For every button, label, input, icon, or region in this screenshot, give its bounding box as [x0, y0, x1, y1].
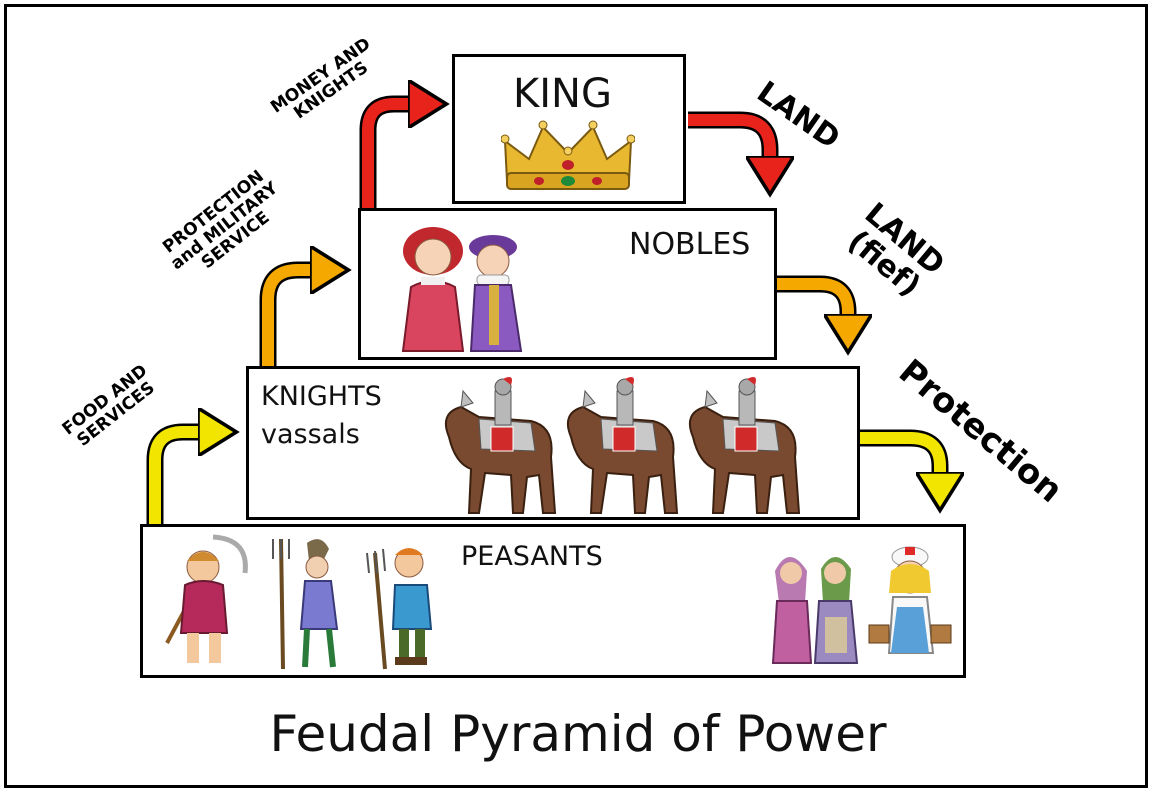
tier-nobles-label: NOBLES — [629, 227, 751, 262]
knight-on-horse-icon — [567, 377, 679, 514]
peasant-woman-icon — [868, 546, 952, 654]
arrow-money-knights — [359, 95, 432, 208]
knight-on-horse-icon — [445, 377, 557, 514]
tier-peasants: PEASANTS — [140, 524, 966, 678]
peasant-man-icon — [366, 548, 433, 670]
peasant-man-icon — [272, 538, 339, 670]
tier-king-label: KING — [513, 71, 612, 117]
arrow-protection-military — [259, 261, 334, 366]
tier-knights-sublabel: vassals — [261, 419, 360, 450]
peasant-woman-icon — [771, 557, 859, 664]
tier-knights: KNIGHTS vassals — [246, 366, 860, 520]
crown-icon — [501, 120, 635, 190]
tier-peasants-label: PEASANTS — [461, 541, 603, 572]
tier-nobles: NOBLES — [358, 208, 777, 360]
nobles-couple-icon — [401, 227, 523, 352]
tier-king: KING — [452, 54, 686, 204]
arrow-food-services — [146, 423, 222, 526]
tier-knights-label: KNIGHTS — [261, 381, 382, 412]
peasant-man-icon — [165, 534, 248, 663]
knight-on-horse-icon — [689, 377, 801, 514]
diagram-title: Feudal Pyramid of Power — [269, 705, 887, 763]
